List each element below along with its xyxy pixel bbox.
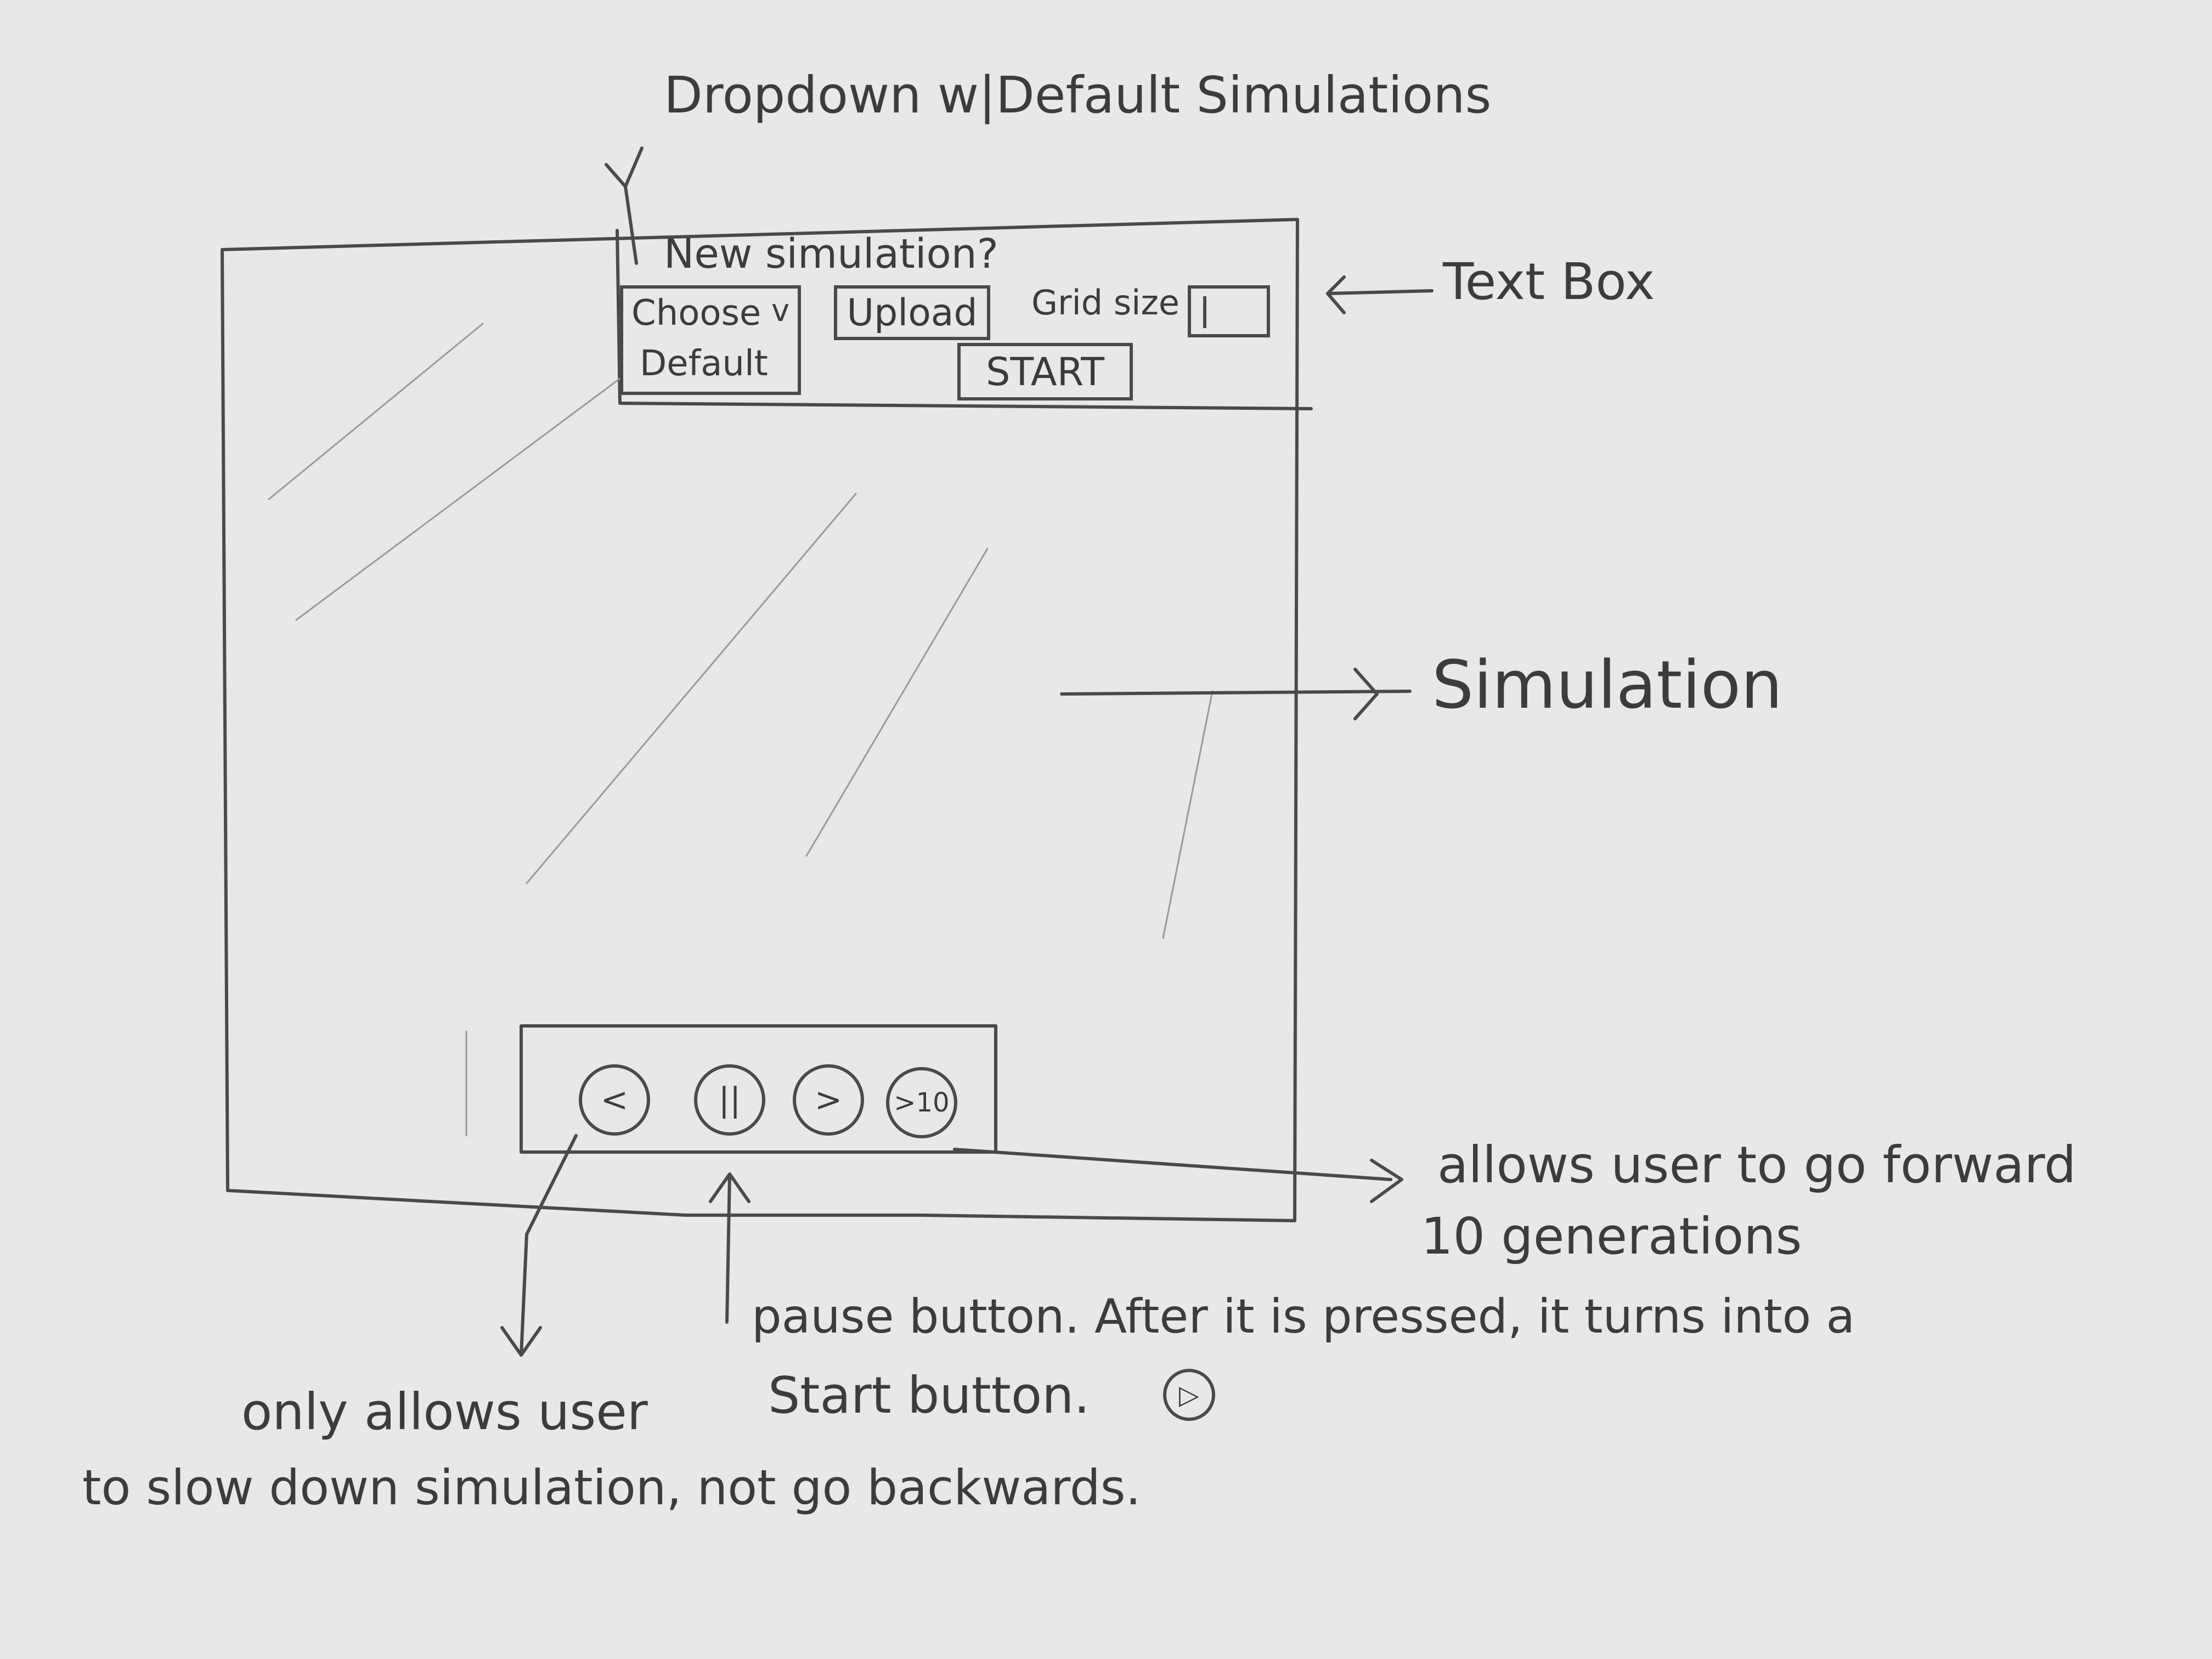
textbox-arrow xyxy=(1326,275,1434,314)
dropdown-default-label: Default xyxy=(640,343,768,384)
text-cursor xyxy=(1203,296,1206,328)
slow-down-button[interactable]: < xyxy=(579,1064,650,1136)
upload-button[interactable]: Upload xyxy=(834,285,990,340)
forward10-annotation-line1: allows user to go forward xyxy=(1437,1136,2076,1194)
new-simulation-prompt: New simulation? xyxy=(664,230,998,278)
pause-button[interactable]: || xyxy=(694,1064,765,1136)
slow-arrow xyxy=(500,1134,578,1357)
forward10-annotation-line2: 10 generations xyxy=(1421,1207,1802,1266)
grid-size-label: Grid size xyxy=(1031,283,1180,323)
chevron-down-icon: v xyxy=(771,293,790,329)
start-button[interactable]: START xyxy=(957,343,1133,400)
dropdown-arrow xyxy=(605,146,644,265)
textbox-annotation: Text Box xyxy=(1443,252,1655,311)
step-forward-button[interactable]: > xyxy=(793,1064,864,1136)
simulation-annotation: Simulation xyxy=(1432,647,1783,724)
pause-annotation-line1: pause button. After it is pressed, it tu… xyxy=(752,1289,1855,1344)
default-dropdown[interactable]: Choose v Default xyxy=(620,285,801,395)
pause-arrow xyxy=(709,1172,751,1324)
play-icon: ▷ xyxy=(1163,1369,1215,1421)
shading-lines xyxy=(268,323,1214,939)
dropdown-annotation: Dropdown w|Default Simulations xyxy=(664,66,1492,125)
window-frame xyxy=(221,218,1299,1222)
dropdown-choose-label: Choose xyxy=(631,293,761,334)
forward10-arrow xyxy=(953,1148,1403,1203)
grid-size-field[interactable] xyxy=(1188,285,1270,337)
slow-annotation-line2: to slow down simulation, not go backward… xyxy=(82,1459,1141,1516)
forward-10-button[interactable]: >10 xyxy=(886,1067,957,1138)
header-panel-border xyxy=(616,229,1313,410)
slow-annotation-line1: only allows user xyxy=(241,1383,648,1441)
pause-annotation-line2: Start button. xyxy=(768,1366,1090,1425)
simulation-arrow xyxy=(1060,668,1412,720)
